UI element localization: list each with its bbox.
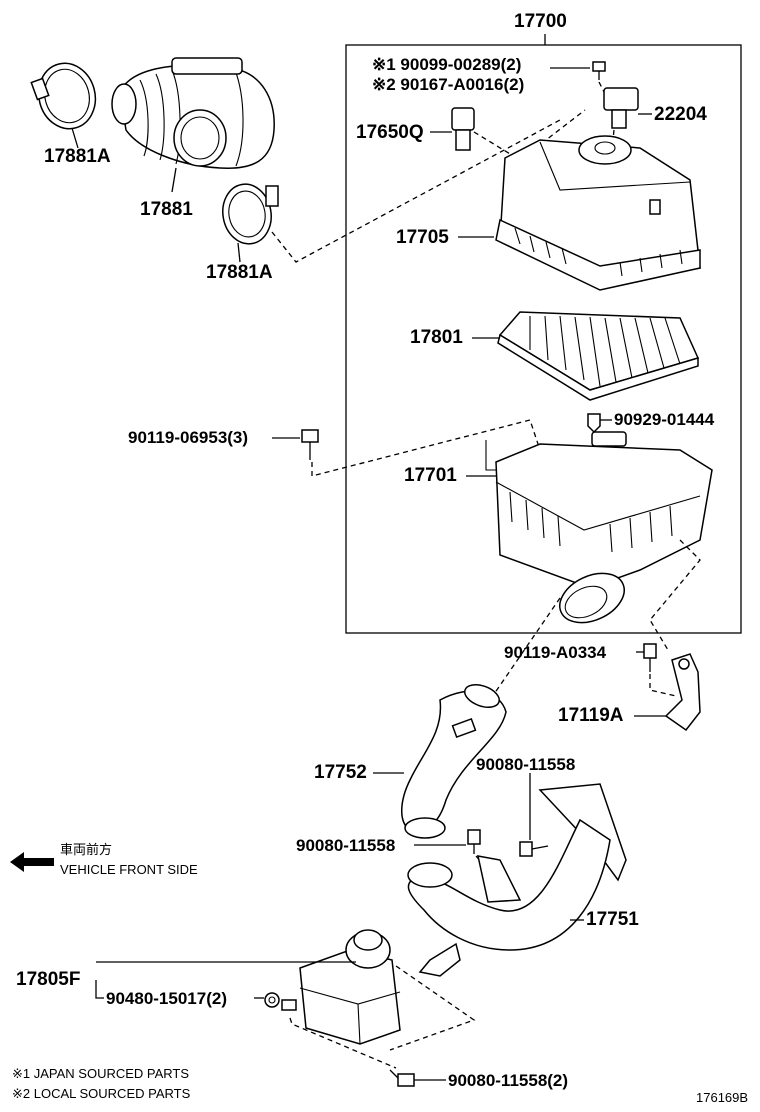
label-17119a: 17119A (558, 705, 624, 726)
label-17801: 17801 (410, 327, 463, 348)
label-90080-11558-right: 90080-11558 (476, 755, 576, 774)
label-17650q: 17650Q (356, 122, 424, 143)
label-17705: 17705 (396, 227, 449, 248)
screw-90099-drawing (592, 61, 606, 80)
label-90080-11558-2: 90080-11558(2) (448, 1071, 569, 1090)
label-90099-00289: ※1 90099-00289(2) (372, 55, 522, 74)
vehicle-front-side-label: VEHICLE FRONT SIDE (60, 862, 198, 877)
resonator-17805f-drawing (281, 929, 401, 1045)
label-90080-11558-left: 90080-11558 (296, 836, 396, 855)
bolt-90080-11558-2-drawing (389, 1069, 446, 1087)
label-17700: 17700 (514, 11, 567, 32)
clamp-17881a-top-drawing (30, 62, 97, 149)
label-17805f: 17805F (16, 969, 81, 990)
label-90167-a0016: ※2 90167-A0016(2) (372, 75, 525, 94)
label-17752: 17752 (314, 762, 367, 783)
vsv-17650q-drawing (430, 107, 475, 151)
air-cleaner-case-17701-drawing (466, 431, 713, 624)
label-90119-06953: 90119-06953(3) (128, 428, 249, 447)
assembly-frame-17700 (345, 44, 742, 634)
label-17701: 17701 (404, 465, 457, 486)
bolt-90119-a0334-drawing (636, 643, 657, 672)
inlet-hose-17752-drawing (373, 684, 507, 839)
bolt-90119-06953-drawing (272, 429, 319, 460)
label-22204: 22204 (654, 104, 707, 125)
clamp-17881a-lower-drawing (222, 183, 279, 263)
filter-element-17801-drawing (472, 311, 700, 401)
footnote-japan-sourced: ※1 JAPAN SOURCED PARTS (12, 1066, 190, 1081)
arrow-left-icon (10, 852, 54, 872)
grommet-90480-drawing (264, 992, 280, 1008)
clip-90929-drawing (587, 413, 612, 434)
bolt-90080-right-drawing (519, 773, 549, 857)
figure-id: 176169B (696, 1090, 749, 1105)
label-17881a-lower: 17881A (206, 262, 273, 283)
label-90929-01444: 90929-01444 (614, 410, 715, 429)
label-17881: 17881 (140, 199, 193, 220)
air-hose-17881-drawing (111, 57, 275, 193)
label-17751: 17751 (586, 909, 639, 930)
footnote-local-sourced: ※2 LOCAL SOURCED PARTS (12, 1086, 191, 1101)
intake-duct-17751-drawing (407, 783, 627, 977)
bolt-90080-left-drawing (414, 829, 481, 854)
air-cleaner-cap-17705-drawing (458, 135, 701, 291)
vehicle-front-side-jp: 車両前方 (60, 842, 113, 857)
label-17881a-top: 17881A (44, 146, 111, 167)
label-90480-15017: 90480-15017(2) (106, 989, 227, 1008)
label-90119-a0334: 90119-A0334 (504, 643, 607, 662)
air-flow-meter-22204-drawing (603, 87, 652, 129)
bracket-17119a-drawing (634, 653, 701, 732)
